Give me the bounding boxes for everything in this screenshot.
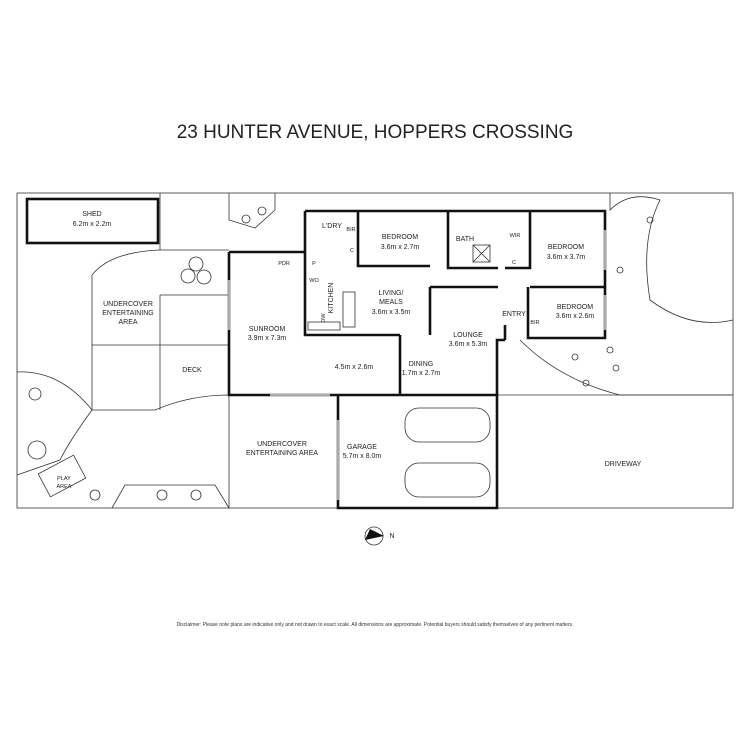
size-lounge: 3.6m x 5.3m bbox=[449, 341, 488, 348]
label-pantry: P bbox=[312, 261, 316, 267]
size-bedroom-3: 3.6m x 2.6m bbox=[556, 313, 595, 320]
house-walls bbox=[227, 209, 607, 510]
label-undercover-2b: ENTERTAINING AREA bbox=[246, 450, 318, 457]
compass-icon: N bbox=[364, 526, 395, 546]
shed-walls bbox=[25, 197, 160, 245]
size-bedroom-2: 3.6m x 3.7m bbox=[547, 254, 586, 261]
label-kitchen: KITCHEN bbox=[328, 283, 335, 314]
label-deck: DECK bbox=[182, 367, 202, 374]
label-play-2: AREA bbox=[57, 484, 72, 490]
label-bedroom-3: BEDROOM bbox=[557, 304, 593, 311]
label-entry: ENTRY bbox=[502, 311, 526, 318]
size-bedroom-1: 3.6m x 2.7m bbox=[381, 244, 420, 251]
label-laundry: L'DRY bbox=[322, 223, 342, 230]
fixtures bbox=[307, 244, 491, 331]
size-living: 3.6m x 3.5m bbox=[372, 309, 411, 316]
compass-north-label: N bbox=[389, 533, 394, 540]
size-sunroom: 3.9m x 7.3m bbox=[248, 335, 287, 342]
label-undercover-1b: ENTERTAINING bbox=[102, 310, 153, 317]
room-labels: SHED 6.2m x 2.2m L'DRY BIR C BEDROOM 3.6… bbox=[57, 211, 642, 490]
landscaping bbox=[16, 193, 734, 509]
label-cupboard-2: C bbox=[512, 260, 516, 266]
label-dining: DINING bbox=[409, 361, 434, 368]
label-dishwasher: DW bbox=[321, 313, 327, 323]
label-undercover-1a: UNDERCOVER bbox=[103, 301, 153, 308]
label-lounge: LOUNGE bbox=[453, 332, 483, 339]
size-unlabeled-room: 4.5m x 2.6m bbox=[335, 364, 374, 371]
label-undercover-1c: AREA bbox=[118, 319, 137, 326]
garage-cars bbox=[404, 407, 491, 498]
label-powder-room: PDR bbox=[278, 261, 290, 267]
size-garage: 5.7m x 8.0m bbox=[343, 453, 382, 460]
label-play-1: PLAY bbox=[57, 476, 71, 482]
label-garage: GARAGE bbox=[347, 444, 377, 451]
size-dining: 1.7m x 2.7m bbox=[402, 370, 441, 377]
label-sunroom: SUNROOM bbox=[249, 326, 286, 333]
label-bath: BATH bbox=[456, 236, 474, 243]
label-wir: WIR bbox=[510, 233, 521, 239]
label-living-2: MEALS bbox=[379, 299, 403, 306]
label-bedroom-2: BEDROOM bbox=[548, 244, 584, 251]
label-wall-oven: WO bbox=[309, 278, 319, 284]
label-bir-1: BIR bbox=[346, 227, 355, 233]
label-driveway: DRIVEWAY bbox=[605, 461, 642, 468]
label-undercover-2a: UNDERCOVER bbox=[257, 441, 307, 448]
size-shed: 6.2m x 2.2m bbox=[73, 221, 112, 228]
label-bedroom-1: BEDROOM bbox=[382, 234, 418, 241]
label-shed: SHED bbox=[82, 211, 101, 218]
plan-title: 23 HUNTER AVENUE, HOPPERS CROSSING bbox=[177, 122, 574, 143]
label-bir-2: BIR bbox=[530, 320, 539, 326]
label-cupboard-1: C bbox=[350, 248, 354, 254]
disclaimer: Disclaimer: Please note plans are indica… bbox=[177, 622, 574, 628]
label-living-1: LIVING/ bbox=[379, 290, 404, 297]
